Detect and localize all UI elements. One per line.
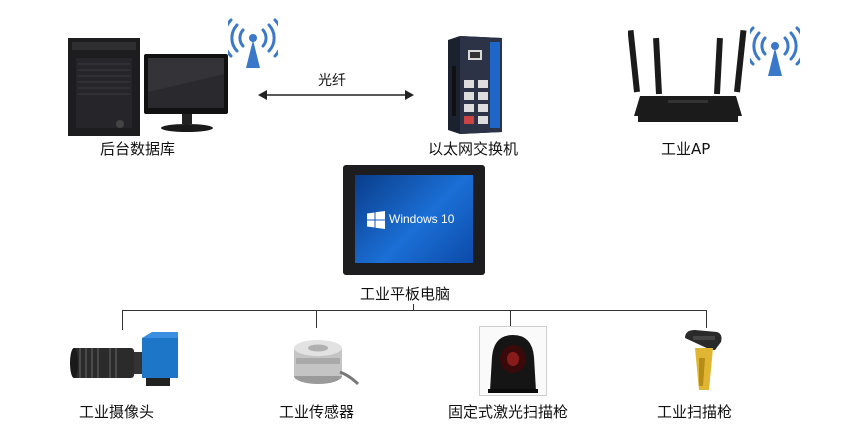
handheld-scanner-label: 工业扫描枪 xyxy=(657,403,733,421)
industrial-camera-node xyxy=(70,330,180,390)
backend-database-label: 后台数据库 xyxy=(100,140,176,158)
wifi-signal-icon-right xyxy=(750,24,800,76)
sensor-node xyxy=(292,336,360,390)
bus-drop-handheld-scanner xyxy=(706,310,707,328)
bus-drop-sensor xyxy=(316,310,317,328)
tablet-screen-text: Windows 10 xyxy=(389,212,455,226)
sensor-label: 工业传感器 xyxy=(279,403,355,421)
desktop-computer-icon xyxy=(68,38,228,136)
fixed-scanner-label: 固定式激光扫描枪 xyxy=(448,403,569,421)
bus-drop-camera xyxy=(122,310,123,330)
industrial-camera-label: 工业摄像头 xyxy=(79,403,155,421)
load-cell-sensor-icon xyxy=(294,340,360,386)
windows-logo-icon xyxy=(367,211,385,229)
bus-vertical-trunk xyxy=(413,304,414,310)
camera-icon xyxy=(70,332,178,386)
backend-database-node xyxy=(62,30,237,138)
industrial-ap-node xyxy=(628,30,748,130)
wifi-signal-icon-left xyxy=(228,16,278,68)
bus-drop-fixed-scanner xyxy=(510,310,511,326)
industrial-tablet-node: Windows 10 xyxy=(343,165,485,275)
ethernet-switch-label: 以太网交换机 xyxy=(428,140,519,158)
tablet-screen: Windows 10 xyxy=(355,175,473,263)
ethernet-switch-icon xyxy=(448,36,502,134)
handheld-scanner-node xyxy=(681,328,725,392)
bus-horizontal xyxy=(122,310,707,311)
industrial-ap-label: 工业AP xyxy=(661,140,711,158)
fiber-link-arrow xyxy=(258,88,414,102)
fixed-scanner-node xyxy=(479,326,547,396)
handheld-scanner-icon xyxy=(685,330,722,390)
industrial-tablet-label: 工业平板电脑 xyxy=(360,285,451,303)
fiber-link-label: 光纤 xyxy=(318,73,346,89)
ethernet-switch-node xyxy=(440,36,510,136)
fixed-laser-scanner-icon xyxy=(488,335,538,393)
router-icon xyxy=(628,30,747,122)
